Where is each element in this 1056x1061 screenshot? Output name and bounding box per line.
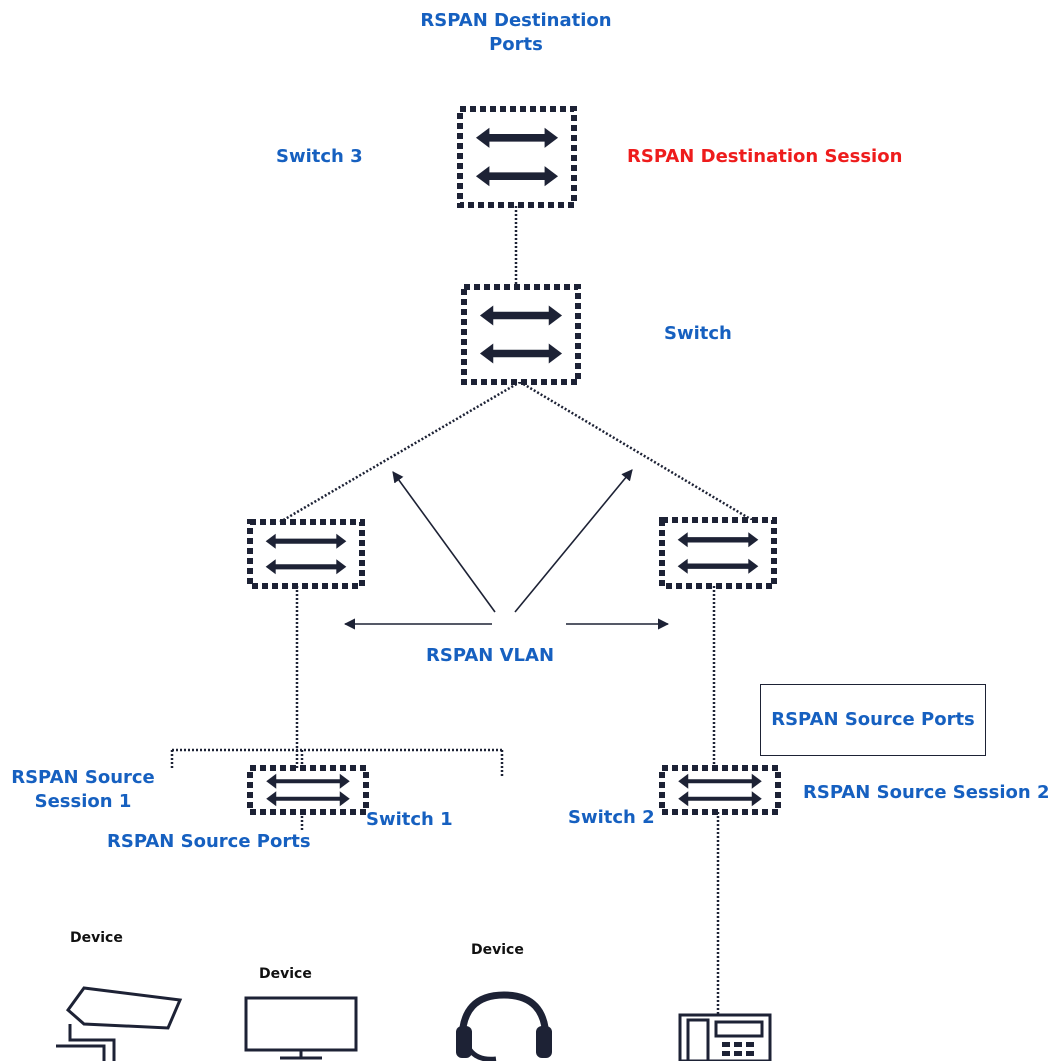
vlan-arrow-up-left bbox=[392, 471, 496, 613]
rspan-source-session-2-label: RSPAN Source Session 2 bbox=[803, 782, 1050, 803]
rspan-source-ports-right-box: RSPAN Source Ports bbox=[760, 684, 986, 756]
switch-label: Switch bbox=[664, 323, 732, 344]
switch-1-label: Switch 1 bbox=[366, 809, 453, 830]
rspan-destination-session-label: RSPAN Destination Session bbox=[627, 146, 903, 167]
vlan-arrow-up-right bbox=[514, 469, 633, 613]
vlan-arrows bbox=[343, 469, 670, 630]
device-label-1: Device bbox=[70, 930, 123, 946]
switch-icon-switch3 bbox=[457, 106, 577, 208]
switch-icon-left bbox=[247, 519, 365, 589]
switch-2-label: Switch 2 bbox=[568, 807, 655, 828]
switch-3-label: Switch 3 bbox=[276, 146, 363, 167]
device-label-3: Device bbox=[471, 942, 524, 958]
link-core-right bbox=[519, 380, 753, 522]
switch-icon-switch1 bbox=[247, 765, 369, 815]
headset-icon bbox=[456, 991, 552, 1061]
camera-icon bbox=[56, 986, 183, 1061]
rspan-source-ports-right-label: RSPAN Source Ports bbox=[771, 709, 975, 730]
rspan-source-ports-left-label: RSPAN Source Ports bbox=[107, 831, 311, 852]
connector-lines bbox=[170, 206, 753, 1015]
computer-icon bbox=[244, 996, 358, 1060]
rspan-destination-ports-label: RSPAN Destination Ports bbox=[420, 10, 612, 55]
link-core-left bbox=[279, 380, 521, 524]
rspan-vlan-label: RSPAN VLAN bbox=[426, 645, 555, 666]
switch-icon-right bbox=[659, 517, 777, 589]
phone-icon bbox=[678, 1013, 772, 1061]
switch-icon-switch2 bbox=[659, 765, 781, 815]
rspan-source-session-1-label: RSPAN Source Session 1 bbox=[11, 767, 155, 812]
switch-icon-core bbox=[461, 284, 581, 385]
device-label-2: Device bbox=[259, 966, 312, 982]
